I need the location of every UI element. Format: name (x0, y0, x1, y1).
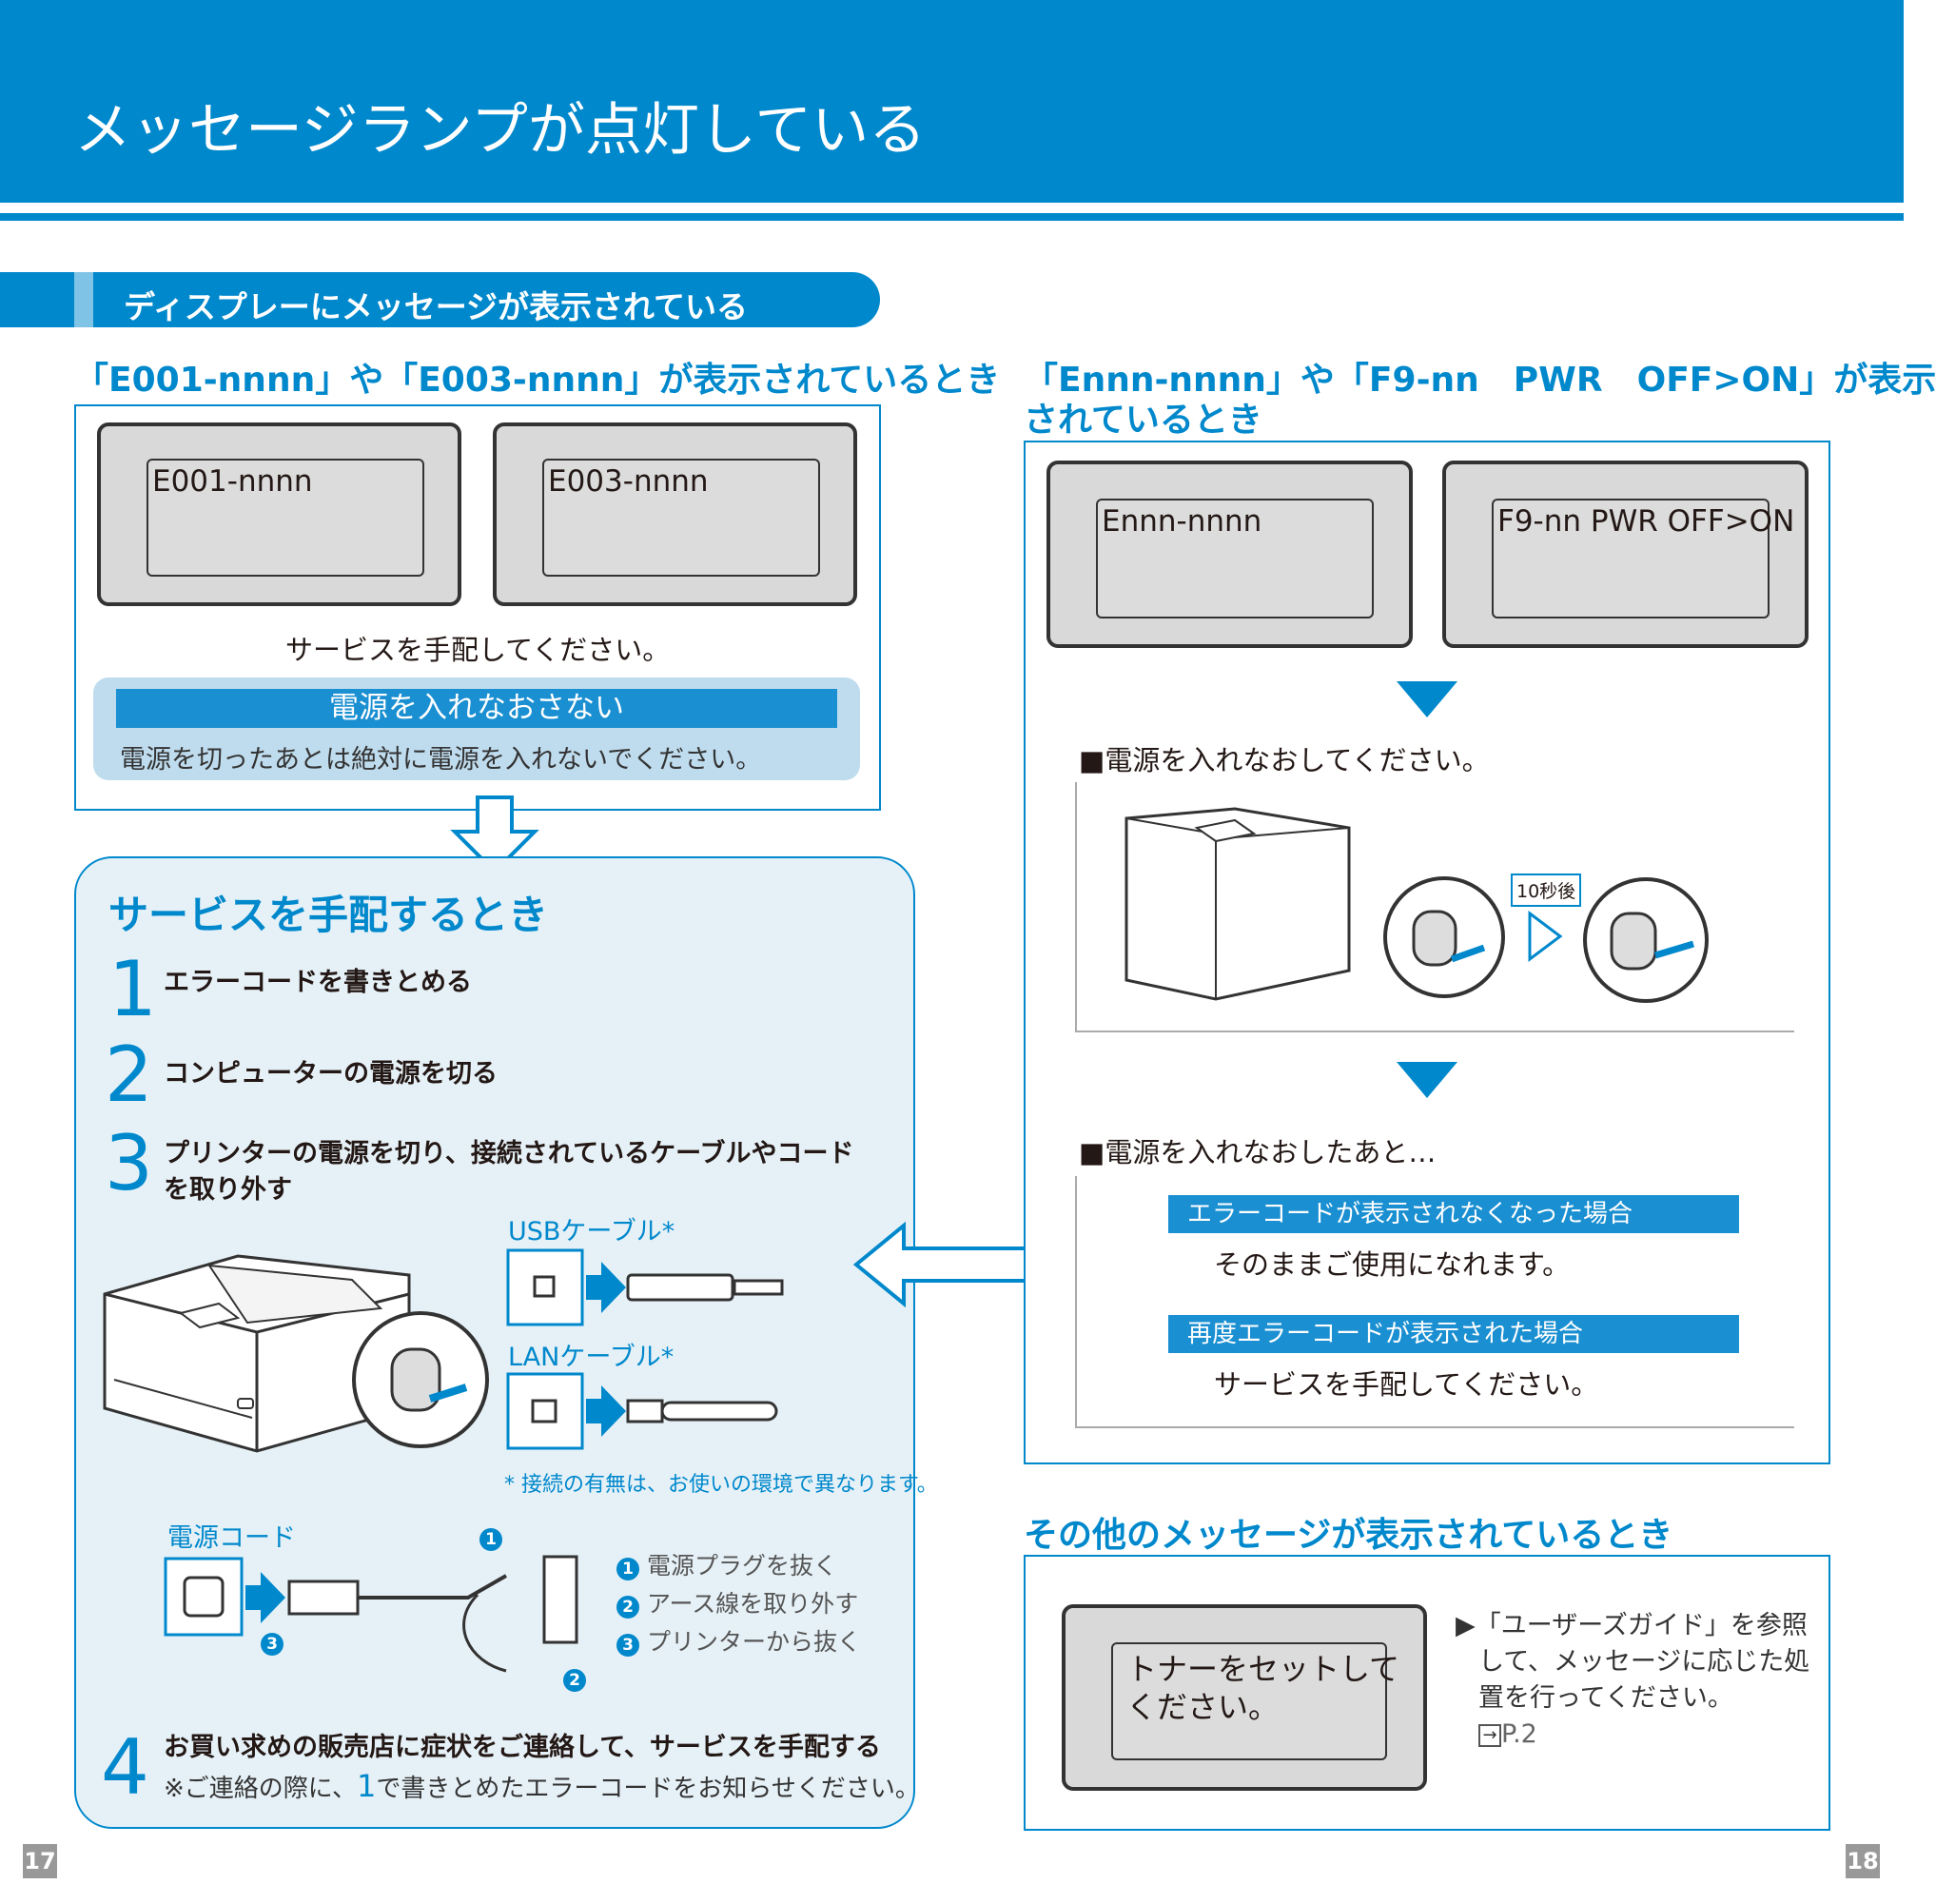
other-heading: その他のメッセージが表示されているとき (1024, 1516, 1673, 1555)
unplug-step-1: 1 電源プラグを抜く (616, 1547, 837, 1581)
page-reference: P.2 (1501, 1719, 1537, 1749)
display-text: Ennn-nnnn (1102, 504, 1262, 539)
step-number: 2 (105, 1031, 153, 1119)
display-screen: E003-nnnn (542, 459, 820, 577)
wait-label: 10秒後 (1511, 873, 1582, 907)
service-title: サービスを手配するとき (108, 892, 549, 938)
case2-title: 再度エラーコードが表示された場合 (1168, 1315, 1739, 1353)
lan-connector-illustration (506, 1372, 778, 1450)
page-reference-link[interactable]: →P.2 (1456, 1717, 1809, 1753)
step-text: エラーコードを書きとめる (164, 968, 472, 997)
section-tab-marker (74, 272, 93, 327)
step-marker: 3 (616, 1634, 639, 1657)
reference-line: して、メッセージに応じた処 (1478, 1647, 1810, 1677)
step4-note-number: 1 (357, 1768, 377, 1804)
step-text: コンピューターの電源を切る (164, 1059, 498, 1089)
display-panel-e003: E003-nnnn (493, 422, 857, 606)
page-title: メッセージランプが点灯している (74, 97, 927, 164)
unplug-step-3: 3 プリンターから抜く (616, 1623, 861, 1658)
step-marker: 1 (479, 1528, 502, 1551)
step-number: 3 (105, 1119, 153, 1207)
after-bracket-left (1075, 1176, 1077, 1427)
after-label: ■電源を入れなおしたあと… (1079, 1136, 1437, 1168)
case1-text: そのままご使用になれます。 (1214, 1248, 1571, 1281)
display-text: F9-nn PWR OFF>ON (1497, 504, 1795, 539)
reference-text: ▶「ユーザーズガイド」を参照 して、メッセージに応じた処 置を行ってください。 … (1456, 1608, 1809, 1753)
restart-bracket-left (1075, 782, 1077, 1031)
reference-line: 置を行ってください。 (1478, 1683, 1733, 1713)
header-divider (0, 213, 1904, 221)
step-number: 4 (101, 1723, 149, 1812)
display-line: トナーをセットして (1126, 1651, 1400, 1687)
display-panel-ennn: Ennn-nnnn (1046, 461, 1413, 648)
next-arrow-icon (1528, 911, 1563, 962)
power-switch-illustration (1583, 877, 1709, 1003)
display-text: E003-nnnn (548, 464, 709, 499)
after-bracket-bottom (1075, 1426, 1794, 1428)
step-text-continued: を取り外す (164, 1175, 292, 1205)
printer-power-illustration (1124, 807, 1505, 1001)
unplug-step-text: アース線を取り外す (646, 1590, 859, 1618)
display-panel-e001: E001-nnnn (97, 422, 461, 606)
down-triangle-icon (1397, 681, 1457, 717)
step-marker: 1 (616, 1558, 639, 1580)
step-text: お買い求めの販売店に症状をご連絡して、サービスを手配する (164, 1733, 881, 1762)
display-panel-toner: トナーをセットして ください。 (1062, 1604, 1427, 1791)
step4-note-prefix: ※ご連絡の際に、 (164, 1775, 358, 1803)
warning-text: 電源を切ったあとは絶対に電源を入れないでください。 (120, 745, 762, 775)
display-line: ください。 (1126, 1689, 1280, 1725)
usb-cable-label: USBケーブル* (508, 1217, 675, 1246)
section-tab (0, 272, 880, 327)
lan-cable-label: LANケーブル* (508, 1343, 675, 1372)
display-screen: Ennn-nnnn (1096, 499, 1374, 618)
step-marker: 3 (261, 1633, 284, 1656)
reference-line: ▶「ユーザーズガイド」を参照 (1456, 1611, 1808, 1640)
restart-bracket-bottom (1075, 1031, 1794, 1032)
display-screen: F9-nn PWR OFF>ON (1492, 499, 1794, 618)
page-header (0, 0, 1904, 203)
unplug-step-text: プリンターから抜く (646, 1628, 861, 1656)
restart-label: ■電源を入れなおしてください。 (1079, 744, 1490, 776)
display-panel-f9: F9-nn PWR OFF>ON (1442, 461, 1809, 648)
right-heading-line2: されているとき (1024, 401, 1262, 440)
right-heading-line1: 「Ennn-nnnn」や「F9-nn PWR OFF>ON」が表示 (1024, 361, 1936, 400)
step-marker: 2 (563, 1669, 586, 1692)
display-text: トナーをセットして ください。 (1126, 1650, 1399, 1726)
unplug-step-text: 電源プラグを抜く (646, 1552, 837, 1580)
step-number: 1 (108, 945, 157, 1033)
usb-connector-illustration (506, 1248, 784, 1326)
left-heading: 「E001-nnnn」や「E003-nnnn」が表示されているとき (74, 361, 1001, 400)
page-number-right: 18 (1846, 1844, 1880, 1878)
cable-footnote: * 接続の有無は、お使いの環境で異なります。 (504, 1473, 938, 1497)
display-text: E001-nnnn (152, 464, 313, 499)
step-text: プリンターの電源を切り、接続されているケーブルやコード (164, 1139, 854, 1168)
display-screen: E001-nnnn (147, 459, 424, 577)
marker-2: 2 (563, 1669, 586, 1692)
page-number-left: 17 (23, 1844, 57, 1878)
step4-note: ※ご連絡の際に、1で書きとめたエラーコードをお知らせください。 (164, 1768, 920, 1804)
marker-3: 3 (261, 1633, 284, 1656)
case2-text: サービスを手配してください。 (1214, 1368, 1599, 1401)
down-arrow-icon (450, 795, 539, 874)
power-cord-label: 電源コード (167, 1523, 296, 1553)
step4-note-suffix: で書きとめたエラーコードをお知らせください。 (376, 1775, 920, 1803)
down-triangle-icon (1397, 1062, 1457, 1098)
page-link-icon: → (1478, 1723, 1501, 1747)
section-tab-label: ディスプレーにメッセージが表示されている (124, 288, 749, 325)
case1-title: エラーコードが表示されなくなった場合 (1168, 1195, 1739, 1233)
instruction-text: サービスを手配してください。 (285, 634, 671, 666)
step-marker: 2 (616, 1596, 639, 1619)
display-screen: トナーをセットして ください。 (1111, 1642, 1399, 1760)
warning-title: 電源を入れなおさない (116, 689, 837, 728)
power-cord-illustration (164, 1555, 578, 1673)
unplug-step-2: 2 アース線を取り外す (616, 1585, 858, 1619)
marker-1: 1 (479, 1528, 502, 1551)
printer-illustration (103, 1254, 489, 1453)
